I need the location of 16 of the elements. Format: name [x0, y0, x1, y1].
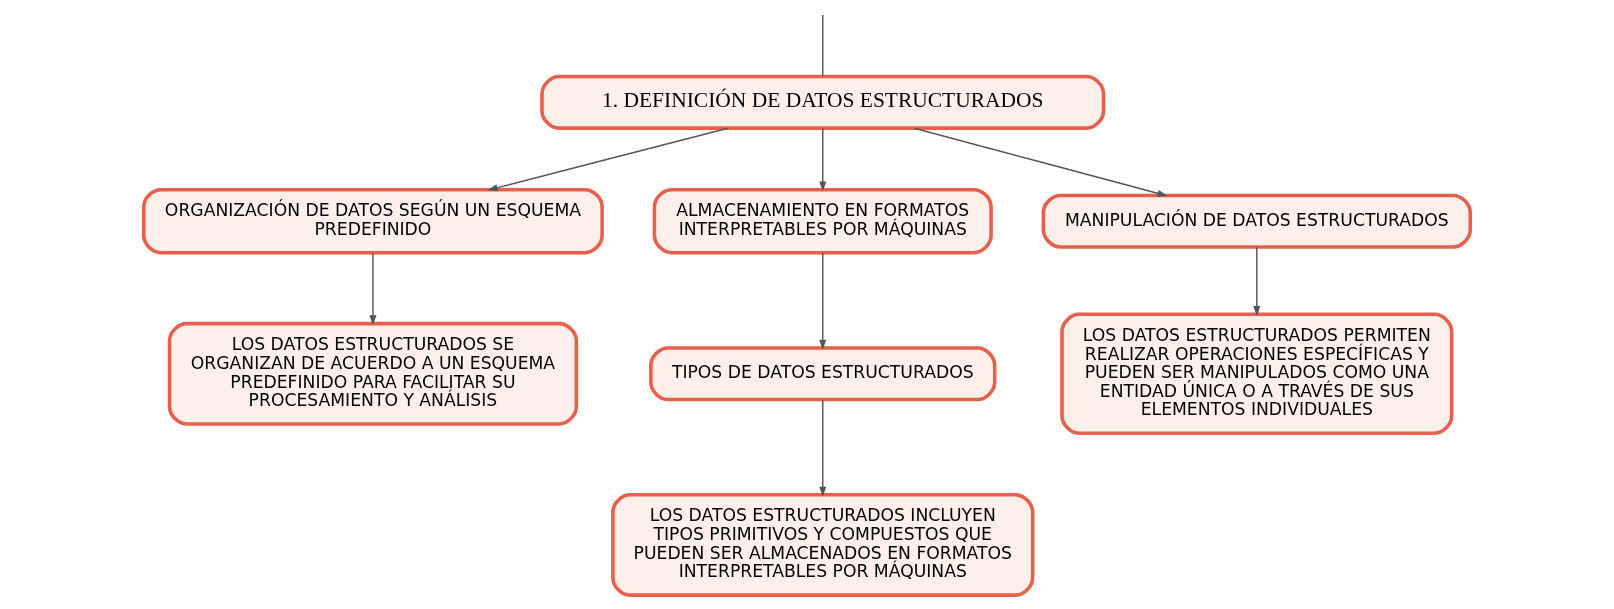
node-box: LOS DATOS ESTRUCTURADOS PERMITEN REALIZAR OPERACIONES ESPECÍFICAS Y PUEDEN SER MANIPULADOS COMO UNA ENTIDAD ÚNICA O A TRAVÉS DE SUS ELEMENTOS INDIVIDUALES: [1060, 312, 1454, 436]
arrow: [819, 127, 827, 192]
arrow: [819, 398, 827, 497]
node-box: ALMACENAMIENTO EN FORMATOS INTERPRETABLES POR MÁQUINAS: [652, 187, 993, 255]
node-box: MANIPULACIÓN DE DATOS ESTRUCTURADOS: [1041, 193, 1473, 249]
arrow: [1253, 246, 1261, 317]
arrow: [369, 252, 377, 326]
arrow: [819, 252, 827, 350]
node-box: 1. DEFINICIÓN DE DATOS ESTRUCTURADOS: [540, 74, 1106, 130]
node-box: LOS DATOS ESTRUCTURADOS SE ORGANIZAN DE ACUERDO A UN ESQUEMA PREDEFINIDO PARA FACILITAR SU PROCESAMIENTO Y ANÁLISIS: [167, 321, 579, 426]
arrow: [487, 127, 729, 192]
arrow: [913, 127, 1168, 197]
node-box: TIPOS DE DATOS ESTRUCTURADOS: [649, 346, 997, 402]
connector: [822, 14, 824, 77]
node-box: LOS DATOS ESTRUCTURADOS INCLUYEN TIPOS PRIMITIVOS Y COMPUESTOS QUE PUEDEN SER ALMACENADOS EN FORMATOS INTERPRETABLES POR MÁQUINAS: [611, 493, 1035, 597]
node-box: ORGANIZACIÓN DE DATOS SEGÚN UN ESQUEMA PREDEFINIDO: [141, 187, 604, 255]
